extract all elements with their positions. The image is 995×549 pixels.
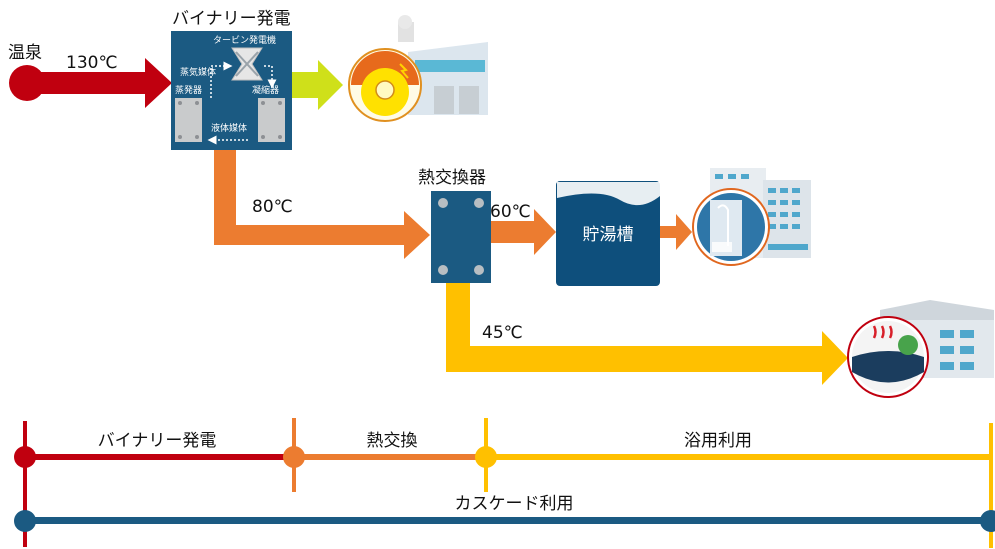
binary-generator-unit: タービン発電機 蒸気媒体 蒸発器 凝縮器 液体媒体 bbox=[171, 31, 292, 150]
temp-45-label: 45℃ bbox=[482, 323, 523, 343]
power-output-arrow bbox=[292, 60, 343, 110]
turbine-label: タービン発電機 bbox=[213, 34, 276, 46]
node-bath bbox=[475, 446, 497, 468]
node-cascade-end bbox=[980, 510, 995, 532]
hotel-illustration bbox=[692, 168, 811, 266]
hot-water-tank: 貯湯槽 bbox=[556, 181, 660, 286]
flow-arrow-130 bbox=[40, 58, 172, 108]
temp-80-label: 80℃ bbox=[252, 197, 293, 217]
node-binary bbox=[14, 446, 36, 468]
heat-exchanger-title: 熱交換器 bbox=[418, 168, 486, 188]
node-exchange bbox=[283, 446, 305, 468]
evaporator-plate bbox=[175, 98, 202, 142]
temp-60-label: 60℃ bbox=[490, 202, 531, 222]
segment-cascade-label: カスケード利用 bbox=[455, 494, 574, 514]
condenser-plate bbox=[258, 98, 285, 142]
onsen-inn-illustration bbox=[847, 300, 994, 398]
segment-exchange-label: 熱交換 bbox=[367, 431, 418, 451]
segment-bath-label: 浴用利用 bbox=[684, 431, 752, 451]
segment-bath bbox=[486, 454, 991, 460]
hot-spring-label: 温泉 bbox=[8, 43, 42, 63]
segment-cascade bbox=[25, 517, 991, 524]
flow-arrow-45 bbox=[446, 283, 848, 385]
liquid-label: 液体媒体 bbox=[211, 122, 247, 134]
turbine-icon bbox=[231, 47, 263, 81]
temp-130-label: 130℃ bbox=[66, 53, 118, 73]
segment-exchange bbox=[294, 454, 486, 460]
condenser-label: 凝縮器 bbox=[252, 84, 279, 96]
flow-arrow-tank-out bbox=[660, 214, 692, 250]
flow-arrow-80 bbox=[214, 150, 430, 259]
power-plant-illustration bbox=[348, 15, 488, 122]
segment-binary bbox=[25, 454, 295, 460]
heat-exchanger-unit bbox=[431, 191, 491, 283]
tank-label: 貯湯槽 bbox=[583, 225, 634, 245]
evaporator-label: 蒸発器 bbox=[175, 84, 202, 96]
vapor-label: 蒸気媒体 bbox=[180, 66, 216, 78]
flow-arrow-60 bbox=[491, 209, 556, 255]
binary-title: バイナリー発電 bbox=[172, 9, 291, 29]
hot-spring-node bbox=[9, 65, 45, 101]
node-cascade-start bbox=[14, 510, 36, 532]
segment-binary-label: バイナリー発電 bbox=[98, 431, 217, 451]
timeline: バイナリー発電 熱交換 浴用利用 カスケード利用 bbox=[14, 418, 995, 548]
